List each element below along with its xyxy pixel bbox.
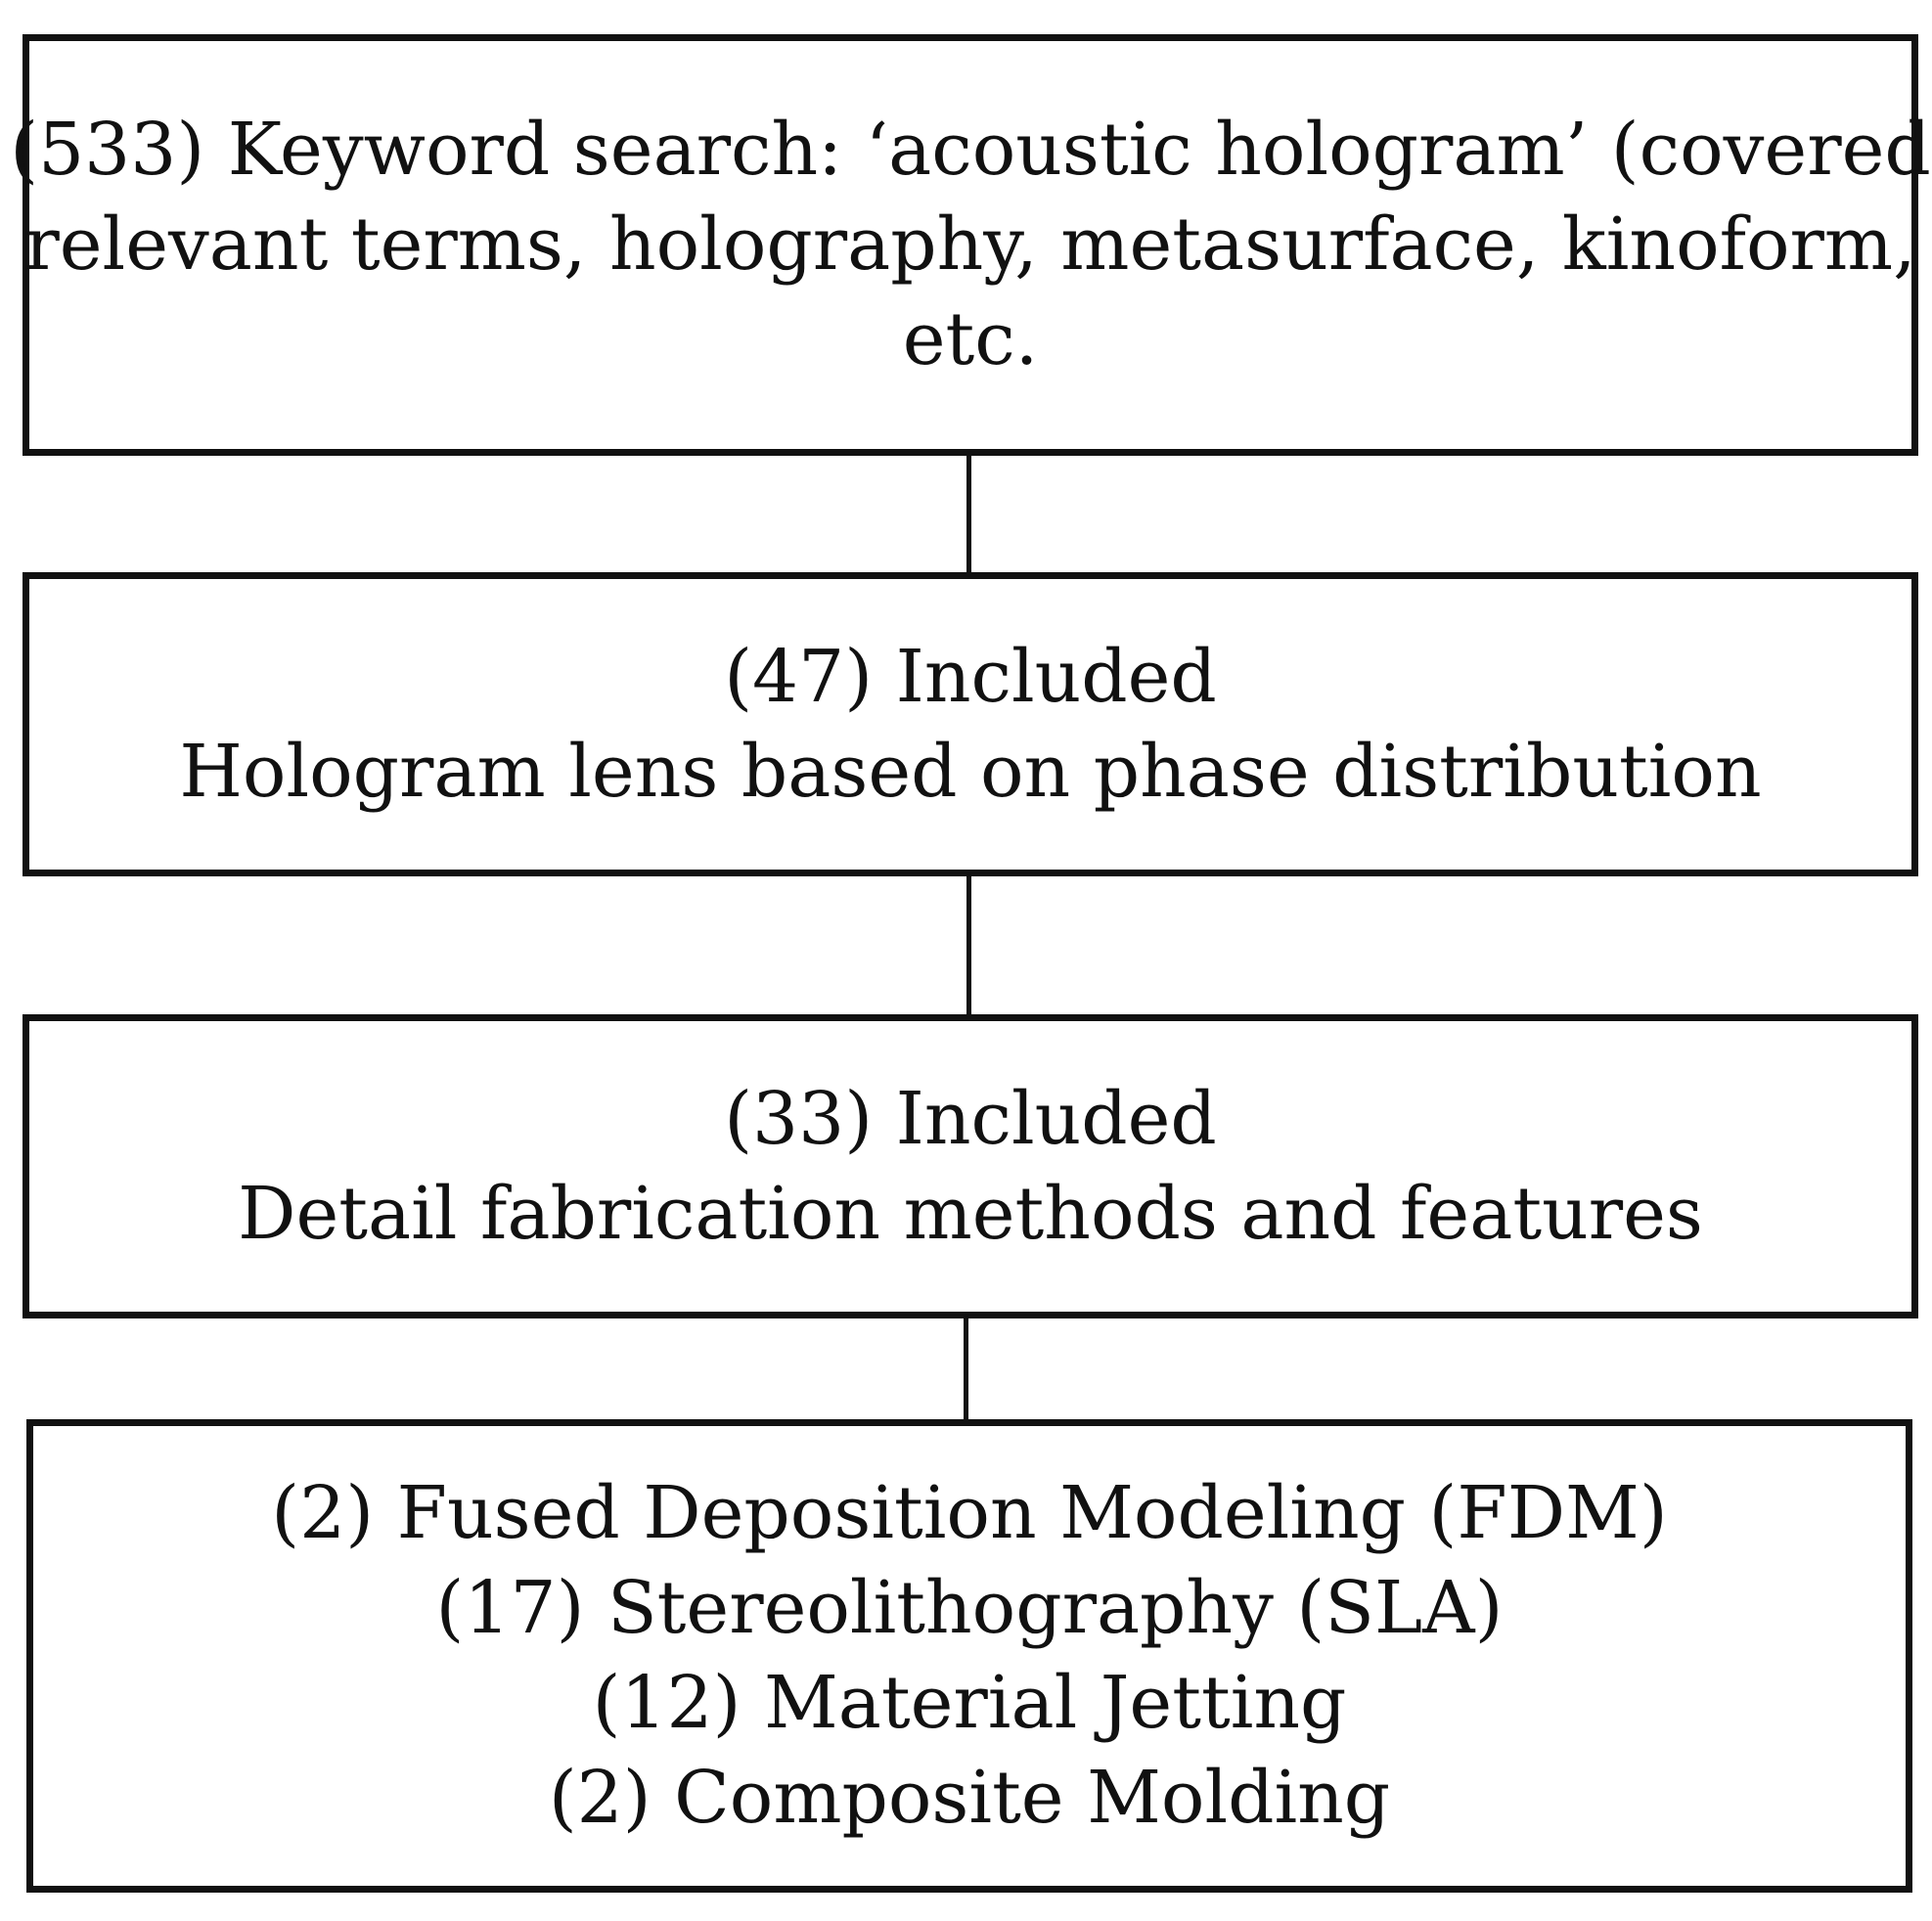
sla-line: (17) Stereolithography (SLA) (435, 1566, 1504, 1650)
keyword-search-line-1: (533) Keyword search: ‘acoustic hologram… (10, 108, 1931, 192)
fabrication-methods-line: Detail fabrication methods and features (238, 1171, 1703, 1256)
composite-molding-line: (2) Composite Molding (548, 1756, 1391, 1840)
included-47-line: (47) Included (724, 634, 1217, 719)
connector-line-3 (964, 1318, 968, 1419)
fdm-line: (2) Fused Deposition Modeling (FDM) (271, 1471, 1668, 1555)
fabrication-breakdown-box: (2) Fused Deposition Modeling (FDM) (17)… (26, 1419, 1912, 1893)
included-phase-distribution-box: (47) Included Hologram lens based on pha… (22, 572, 1918, 876)
included-33-line: (33) Included (724, 1076, 1217, 1161)
keyword-search-line-2: relevant terms, holography, metasurface,… (24, 202, 1916, 287)
material-jetting-line: (12) Material Jetting (592, 1661, 1347, 1745)
connector-line-2 (966, 876, 971, 1014)
keyword-search-box: (533) Keyword search: ‘acoustic hologram… (10, 34, 1931, 456)
connector-line-1 (966, 456, 971, 572)
hologram-lens-line: Hologram lens based on phase distributio… (179, 729, 1762, 814)
keyword-search-line-3: etc. (902, 297, 1039, 381)
included-fabrication-box: (33) Included Detail fabrication methods… (22, 1014, 1918, 1318)
